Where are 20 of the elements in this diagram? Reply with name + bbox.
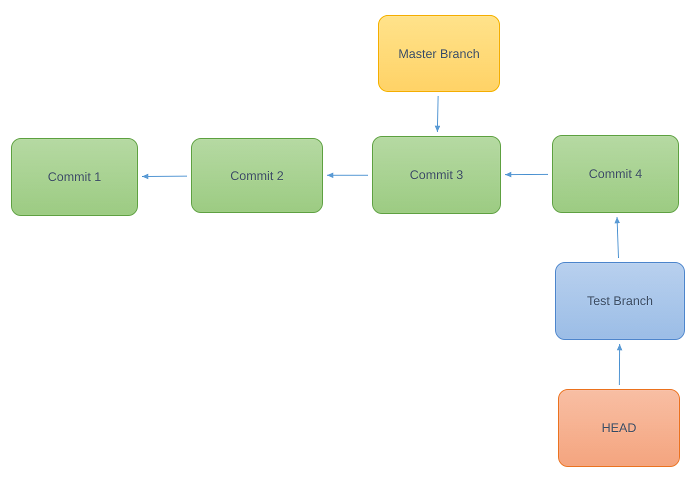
- node-label: Commit 4: [588, 167, 642, 181]
- node-label: Commit 1: [48, 170, 102, 184]
- commit-box: [552, 135, 679, 213]
- head-box: [558, 389, 680, 467]
- arrow: [434, 96, 440, 132]
- branch-box: [378, 15, 500, 92]
- arrow: [616, 344, 622, 386]
- commit-box: [11, 138, 138, 216]
- arrow: [504, 172, 548, 178]
- arrow: [614, 216, 620, 258]
- commit-box: [191, 138, 323, 213]
- arrow: [326, 172, 368, 178]
- node-label: HEAD: [602, 421, 636, 435]
- arrow: [142, 174, 188, 180]
- commit-box: [372, 136, 501, 214]
- branch-box: [555, 262, 685, 340]
- node-label: Commit 2: [230, 168, 284, 182]
- node-label: Commit 3: [410, 168, 464, 182]
- node-label: Master Branch: [398, 46, 480, 60]
- node-label: Test Branch: [586, 294, 653, 308]
